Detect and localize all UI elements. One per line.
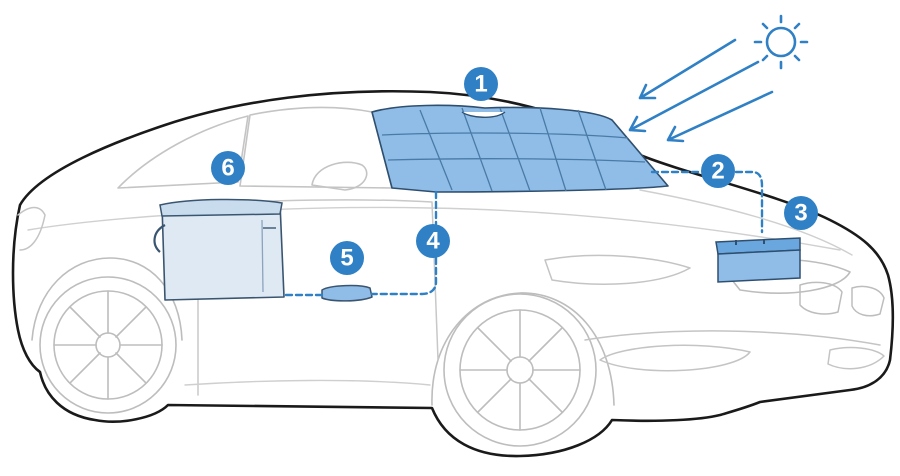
dashboard-cable [370, 190, 438, 296]
marker-4[interactable]: 4 [416, 224, 450, 258]
mirror-cutout [461, 111, 506, 118]
sun-icon [753, 14, 809, 70]
cooler-lid [159, 198, 283, 217]
tail-light [17, 206, 46, 251]
portable-cooler [153, 198, 285, 301]
battery-front [717, 249, 801, 283]
marker-1-label: 1 [474, 71, 487, 98]
cooler-divider [261, 219, 264, 293]
rear-side-window [117, 115, 249, 189]
cooler-box [161, 202, 285, 301]
headlight-inner [544, 254, 691, 285]
windshield-solar-panel [371, 104, 669, 193]
rear-wheel [39, 276, 177, 414]
marker-1[interactable]: 1 [464, 67, 498, 101]
front-bumper [584, 330, 881, 372]
controller-body [321, 284, 373, 302]
side-mirror [311, 161, 368, 191]
sunlight [628, 14, 809, 143]
marker-2[interactable]: 2 [701, 154, 735, 188]
kidney-grille [799, 281, 885, 317]
floor-controller [321, 284, 373, 302]
hood-line [639, 189, 853, 256]
car-illustration [11, 89, 895, 458]
marker-5[interactable]: 5 [330, 241, 364, 275]
panel-to-battery-cable [650, 170, 764, 234]
marker-3-label: 3 [794, 200, 807, 227]
marker-3[interactable]: 3 [784, 196, 818, 230]
front-wheel [443, 293, 597, 447]
marker-2-label: 2 [711, 158, 724, 185]
battery-box [715, 237, 801, 283]
solar-panel-grid [381, 107, 646, 192]
marker-5-label: 5 [340, 245, 353, 272]
marker-6[interactable]: 6 [211, 151, 245, 185]
solar-panel-body [371, 104, 669, 193]
car-body-outline [11, 89, 895, 458]
cables [282, 170, 764, 297]
rocker-line [184, 379, 431, 386]
fog-light [827, 346, 885, 370]
battery-terminals [735, 239, 765, 245]
marker-4-label: 4 [426, 228, 440, 255]
front-wheel-arch [431, 292, 615, 406]
sunlight-arrow-icon [628, 38, 774, 143]
marker-6-label: 6 [221, 155, 234, 182]
beltline [27, 206, 841, 251]
cooler-handle [153, 224, 166, 253]
